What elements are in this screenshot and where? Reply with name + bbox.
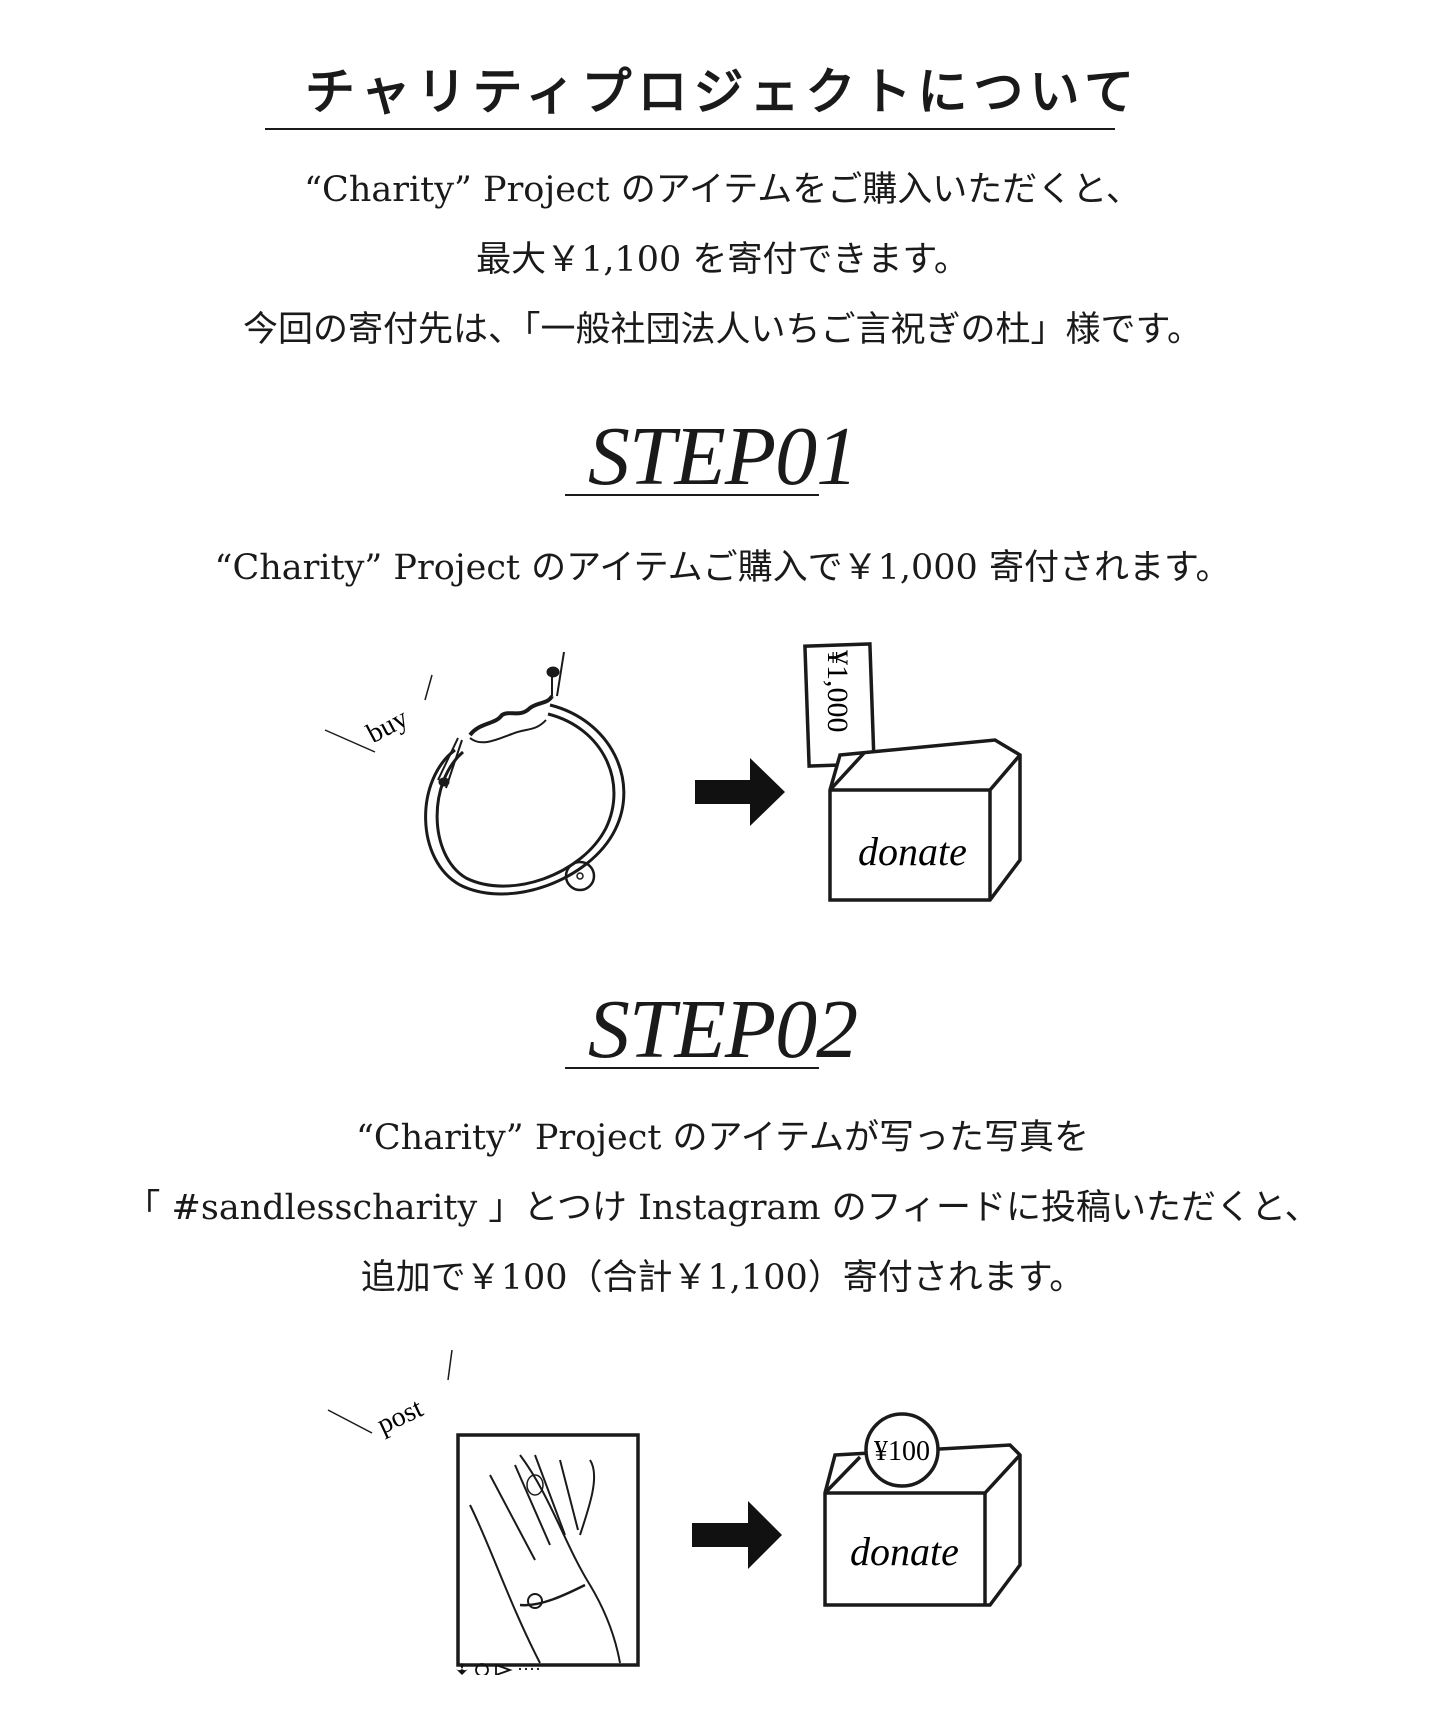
- buy-label-group: buy: [324, 674, 433, 753]
- reaction-icons: ····: [456, 1659, 541, 1675]
- step2-underline: [565, 1067, 819, 1069]
- step2-arrow-icon: [692, 1501, 782, 1569]
- banknote-label: ¥1,000: [821, 650, 854, 733]
- post-label: post: [372, 1393, 428, 1441]
- donation-box-icon: [803, 642, 1022, 902]
- buy-label: buy: [362, 703, 414, 750]
- step1-underline: [565, 494, 819, 496]
- intro-line-2: 最大￥1,100 を寄付できます。: [476, 240, 969, 280]
- step2-line-3: 追加で￥100（合計￥1,100）寄付されます。: [360, 1258, 1085, 1298]
- bracelet-icon: [424, 651, 626, 896]
- step2-heading: STEP02: [587, 983, 858, 1076]
- title-underline: [265, 128, 1115, 130]
- step2-illustration: post ···· ¥100 donate: [327, 1349, 1022, 1675]
- step1-arrow-icon: [695, 758, 785, 826]
- step2-line-1: “Charity” Project のアイテムが写った写真を: [355, 1118, 1090, 1158]
- step2-line-2: 「 #sandlesscharity 」とつけ Instagram のフィードに…: [125, 1188, 1320, 1228]
- step2-donate-label: donate: [850, 1529, 959, 1574]
- step1-donate-label: donate: [858, 829, 967, 874]
- photo-post-icon: [456, 1433, 640, 1667]
- step1-illustration: buy ¥1,000 donate: [324, 642, 1022, 902]
- coin-label: ¥100: [874, 1436, 930, 1467]
- reaction-dots: ····: [517, 1659, 541, 1675]
- intro-line-3: 今回の寄付先は、「一般社団法人いちご言祝ぎの杜」様です。: [242, 310, 1202, 350]
- step1-heading: STEP01: [587, 410, 858, 503]
- post-label-group: post: [327, 1349, 453, 1441]
- page-title: チャリティプロジェクトについて: [305, 62, 1140, 121]
- step1-text: “Charity” Project のアイテムご購入で￥1,000 寄付されます…: [214, 548, 1231, 588]
- intro-line-1: “Charity” Project のアイテムをご購入いただくと、: [304, 170, 1141, 210]
- donation-box-coin-icon: [823, 1412, 1022, 1607]
